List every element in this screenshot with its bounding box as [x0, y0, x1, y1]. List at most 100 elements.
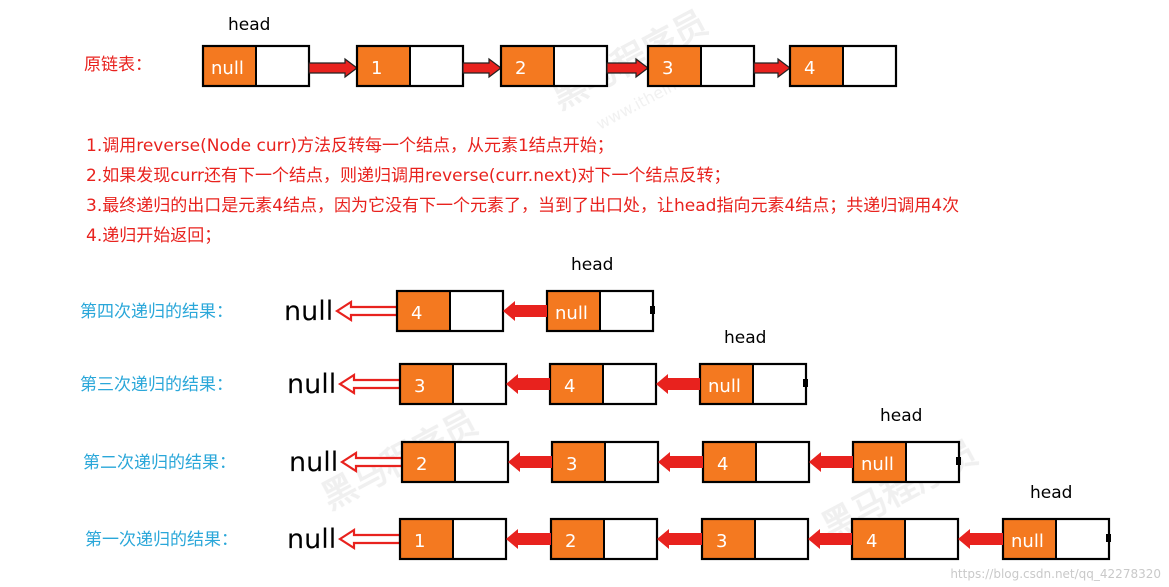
steps-text: 1.调用reverse(Node curr)方法反转每一个结点，从元素1结点开始…: [86, 131, 1146, 251]
node-next-cell: [701, 46, 754, 86]
list-node: null: [545, 289, 655, 333]
head-label: head: [880, 406, 922, 426]
node-next-cell: [1056, 519, 1109, 559]
list-node: 1: [355, 44, 465, 88]
reverse-arrow: [808, 529, 852, 549]
node-value-cell: [703, 442, 756, 482]
null-label: null: [284, 296, 333, 327]
reverse-arrow: [658, 452, 703, 472]
node-value-cell: [357, 46, 410, 86]
pointer-end-mark: [956, 457, 961, 465]
node-value-cell: [1003, 519, 1056, 559]
next-arrow: [606, 57, 649, 79]
list-node: 2: [549, 517, 659, 561]
node-value-cell: [552, 442, 605, 482]
reverse-arrow: [506, 374, 550, 394]
node-value: 4: [411, 303, 422, 324]
next-arrow: [462, 57, 502, 79]
reverse-arrow: [506, 529, 551, 549]
list-node: 2: [499, 44, 609, 88]
node-next-cell: [410, 46, 463, 86]
node-value: 4: [866, 531, 877, 552]
list-node: null: [851, 440, 961, 484]
node-value-cell: [397, 291, 450, 331]
node-next-cell: [453, 364, 506, 404]
node-value: 1: [371, 58, 382, 79]
node-next-cell: [455, 442, 508, 482]
list-node: 2: [400, 440, 510, 484]
reverse-arrow: [503, 301, 547, 321]
node-next-cell: [554, 46, 607, 86]
node-next-cell: [600, 291, 653, 331]
node-next-cell: [453, 519, 506, 559]
list-node: 3: [646, 44, 756, 88]
node-value: 2: [416, 454, 427, 475]
list-node: 4: [788, 44, 898, 88]
node-value: 2: [515, 58, 526, 79]
node-next-cell: [605, 442, 658, 482]
list-node: 3: [398, 362, 508, 406]
list-node: null: [698, 362, 808, 406]
node-value: 3: [566, 454, 577, 475]
row-label: 第二次递归的结果：: [83, 453, 236, 473]
null-arrow: [334, 299, 399, 323]
next-arrow: [753, 57, 791, 79]
node-value: 3: [414, 376, 425, 397]
node-next-cell: [256, 46, 309, 86]
null-label: null: [289, 447, 338, 478]
recursion-row: 第四次递归的结果： null head 4 null: [80, 255, 655, 333]
reverse-arrow: [657, 529, 702, 549]
node-next-cell: [604, 519, 657, 559]
list-node: 1: [398, 517, 508, 561]
node-value-cell: [547, 291, 600, 331]
head-label: head: [1030, 483, 1072, 503]
node-next-cell: [753, 364, 806, 404]
node-value: 2: [565, 531, 576, 552]
next-arrow: [308, 57, 358, 79]
list-node: 3: [550, 440, 660, 484]
list-node: 4: [548, 362, 658, 406]
reverse-arrow: [958, 529, 1003, 549]
node-next-cell: [755, 519, 808, 559]
node-value-cell: [700, 364, 753, 404]
node-value: null: [555, 303, 588, 324]
step-4: 4.递归开始返回；: [86, 226, 222, 246]
node-value-cell: [853, 442, 906, 482]
null-label: null: [287, 524, 336, 555]
node-next-cell: [756, 442, 809, 482]
node-value-cell: [400, 519, 453, 559]
list-node: 4: [701, 440, 811, 484]
node-value-cell: [790, 46, 843, 86]
head-label: head: [571, 255, 613, 275]
node-value: 4: [564, 376, 575, 397]
pointer-end-mark: [803, 379, 808, 387]
node-value-cell: [400, 364, 453, 404]
node-value: 4: [804, 58, 815, 79]
reverse-arrow: [656, 374, 700, 394]
list-node: 4: [395, 289, 505, 333]
list-node: null: [1001, 517, 1111, 561]
step-2: 2.如果发现curr还有下一个结点，则递归调用reverse(curr.next…: [86, 166, 731, 186]
list-node: 3: [700, 517, 810, 561]
node-value: 1: [414, 531, 425, 552]
row-label: 第一次递归的结果：: [85, 530, 238, 550]
pointer-end-mark: [650, 306, 655, 314]
node-value: 4: [717, 454, 728, 475]
node-value-cell: [702, 519, 755, 559]
recursion-row: 第二次递归的结果： null head 2 3 4 null: [83, 406, 961, 484]
row-label: 第三次递归的结果：: [80, 375, 233, 395]
row-label: 第四次递归的结果：: [80, 302, 233, 322]
node-value: null: [861, 454, 894, 475]
node-value: null: [708, 376, 741, 397]
footer-url: https://blog.csdn.net/qq_42278320: [950, 567, 1161, 581]
node-next-cell: [450, 291, 503, 331]
reverse-arrow: [508, 452, 552, 472]
node-value-cell: [203, 46, 256, 86]
node-value-cell: [852, 519, 905, 559]
null-arrow: [337, 372, 402, 396]
node-value: 3: [662, 58, 673, 79]
head-label: head: [724, 328, 766, 348]
